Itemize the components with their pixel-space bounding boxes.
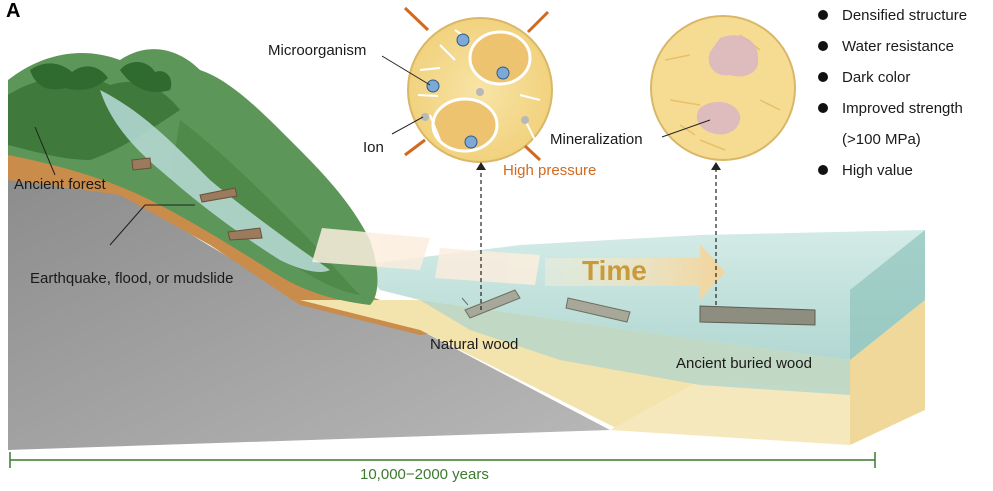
time-arrow (545, 244, 725, 300)
timeline-label: 10,000−2000 years (360, 466, 489, 483)
label-ancient-buried-wood: Ancient buried wood (676, 355, 812, 372)
bullet-icon (818, 165, 828, 175)
light-panels (312, 228, 540, 285)
label-ancient-forest: Ancient forest (14, 176, 106, 193)
property-text: Densified structure (842, 7, 968, 24)
property-text: Water resistance (842, 38, 954, 55)
label-time: Time (582, 255, 647, 286)
property-item: Dark color (818, 70, 967, 101)
label-disaster: Earthquake, flood, or mudslide (30, 270, 234, 287)
property-item: Improved strength (818, 101, 967, 132)
label-mineralization: Mineralization (550, 131, 643, 148)
label-natural-wood: Natural wood (430, 336, 519, 353)
bullet-icon (818, 72, 828, 82)
bullet-icon (818, 103, 828, 113)
bullet-icon (818, 10, 828, 20)
sediment-layer (300, 300, 925, 445)
log-middle (565, 297, 631, 323)
property-text: Improved strength (842, 100, 963, 117)
micro-circle-mineralization (650, 15, 796, 161)
label-high-pressure: High pressure (503, 162, 597, 179)
property-text: Dark color (842, 69, 911, 86)
property-item: Densified structure (818, 8, 967, 39)
dashed-arrows (480, 168, 717, 310)
forest-hill (8, 49, 378, 306)
bullet-icon (818, 41, 828, 51)
property-item: High value (818, 163, 967, 194)
micro-circle-pressure (407, 17, 553, 163)
property-text: High value (842, 162, 913, 179)
log-stream (131, 157, 263, 241)
log-natural (461, 289, 521, 319)
log-ancient (699, 305, 816, 326)
label-ion: Ion (363, 139, 384, 156)
property-list: Densified structure Water resistance Dar… (818, 8, 967, 194)
panel-label: A (6, 0, 21, 22)
property-item: Water resistance (818, 39, 967, 70)
timeline-bracket (9, 452, 876, 468)
pressure-arrows (403, 6, 550, 162)
property-text: (>100 MPa) (842, 131, 921, 148)
property-item: (>100 MPa) (818, 132, 967, 163)
label-microorganism: Microorganism (268, 42, 367, 59)
leader-lines (34, 55, 711, 246)
